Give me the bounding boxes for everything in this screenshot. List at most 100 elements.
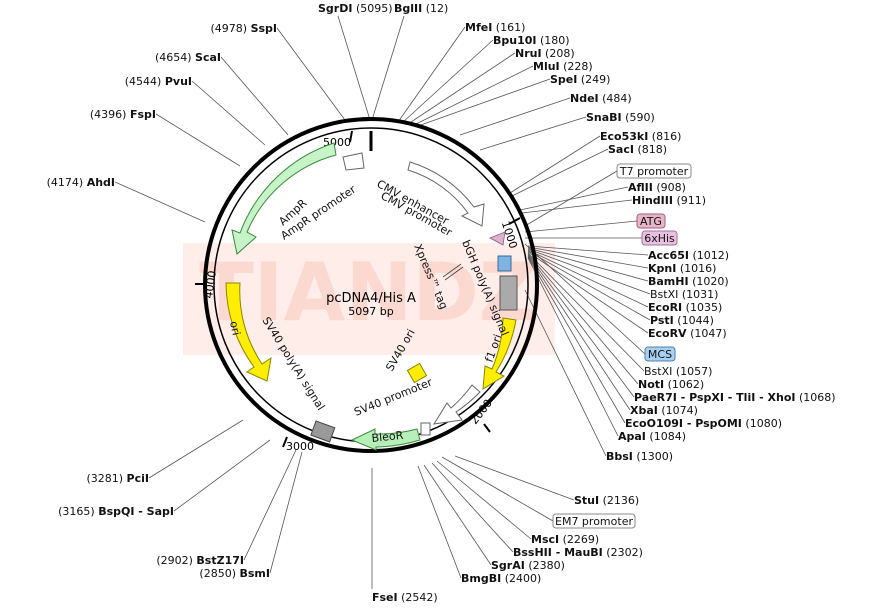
- site-leader: [337, 15, 371, 121]
- site-name: NruI: [515, 47, 542, 60]
- site-position: (4174): [47, 176, 87, 189]
- site-position: (5095): [352, 2, 392, 15]
- site-label: ApaI (1084): [618, 430, 686, 443]
- site-leader: [527, 257, 619, 437]
- site-label: EcoRI (1035): [648, 301, 722, 314]
- feature-ori: ori: [227, 320, 243, 337]
- site-leader: [527, 245, 649, 256]
- site-leader: [269, 451, 303, 574]
- site-leader: [371, 15, 405, 121]
- site-position: (249): [577, 73, 610, 86]
- leader-lines: [114, 15, 651, 589]
- site-position: (1300): [633, 450, 673, 463]
- site-leader: [521, 199, 633, 214]
- site-label: (4396) FspI: [90, 108, 156, 121]
- site-label: StuI (2136): [574, 494, 639, 507]
- site-label: (4544) PvuI: [125, 75, 192, 88]
- site-position: (2380): [525, 559, 565, 572]
- site-name: BstXI: [650, 288, 678, 301]
- site-leader: [220, 56, 289, 136]
- site-label: (4978) SspI: [210, 22, 277, 35]
- site-leader: [527, 247, 649, 282]
- site-label: EcoRV (1047): [648, 327, 727, 340]
- site-position: (818): [634, 143, 667, 156]
- site-leader: [191, 80, 266, 146]
- site-name: SspI: [251, 22, 277, 35]
- site-name: BmgBI: [461, 572, 501, 585]
- site-name: FseI: [372, 591, 398, 604]
- atg-marker: [489, 231, 506, 246]
- site-position: (4978): [210, 22, 250, 35]
- site-leader: [527, 255, 631, 411]
- site-name: NdeI: [570, 92, 599, 105]
- site-name: StuI: [574, 494, 599, 507]
- site-label: NotI (1062): [638, 378, 704, 391]
- site-label: Eco53kI (816): [600, 130, 681, 143]
- f1-ori-arrow: [482, 317, 517, 390]
- feature-box-label: 6xHis: [644, 232, 675, 245]
- site-label: SgrDI (5095): [318, 2, 393, 15]
- site-name: SgrDI: [318, 2, 352, 15]
- watermark-text: TIANDZ: [199, 246, 537, 339]
- site-position: (1016): [676, 262, 716, 275]
- site-label: BbsI (1300): [606, 450, 673, 463]
- site-name: BssHII - MauBI: [513, 546, 603, 559]
- feature-box-leader: [524, 220, 638, 233]
- site-label: (2850) BsmI: [199, 567, 270, 580]
- site-name: MfeI: [465, 21, 492, 34]
- site-leader: [527, 256, 626, 424]
- bgh-polya-box: [499, 275, 518, 311]
- tick-label: 4000: [202, 270, 219, 300]
- site-position: (908): [653, 181, 686, 194]
- site-leader: [511, 148, 609, 197]
- site-label: FseI (2542): [372, 591, 438, 604]
- site-label: Bpu10I (180): [493, 34, 570, 47]
- site-name: AflII: [628, 181, 653, 194]
- site-leader: [527, 253, 639, 385]
- site-position: (2542): [398, 591, 438, 604]
- site-leader: [243, 449, 297, 561]
- site-label: MscI (2269): [531, 533, 599, 546]
- site-name: Eco53kI: [600, 130, 648, 143]
- site-leader: [148, 419, 244, 479]
- site-name: SgrAI: [491, 559, 525, 572]
- feature-box-label: T7 promoter: [619, 165, 689, 178]
- site-label: MfeI (161): [465, 21, 525, 34]
- site-leader: [431, 462, 514, 553]
- site-name: SnaBI: [586, 111, 622, 124]
- feature-box: [641, 230, 678, 246]
- site-name: SacI: [608, 143, 634, 156]
- feature-box: [552, 513, 636, 529]
- site-label: SpeI (249): [550, 73, 610, 86]
- sv40-polya-box: [310, 420, 336, 443]
- site-leader: [479, 116, 587, 151]
- site-position: (4396): [90, 108, 130, 121]
- site-name: KpnI: [648, 262, 676, 275]
- feature-box: [636, 213, 666, 229]
- site-leader: [417, 465, 462, 579]
- site-leader: [527, 246, 649, 269]
- site-leader: [413, 65, 534, 126]
- site-name: ApaI: [618, 430, 646, 443]
- site-label: (4654) ScaI: [155, 51, 221, 64]
- sv40-promoter-arrow: [433, 384, 481, 425]
- plasmid-size: 5097 bp: [348, 305, 393, 318]
- feature-box-label: EM7 promoter: [555, 515, 633, 528]
- site-leader: [509, 135, 601, 194]
- site-name: FspI: [130, 108, 156, 121]
- site-leader: [519, 186, 629, 211]
- site-position: (180): [537, 34, 570, 47]
- site-name: BglII: [394, 2, 422, 15]
- site-position: (2269): [559, 533, 599, 546]
- site-name: AhdI: [87, 176, 115, 189]
- bleor-arrow: [350, 428, 421, 451]
- site-label: BamHI (1020): [648, 275, 729, 288]
- site-name: BamHI: [648, 275, 689, 288]
- site-leader: [527, 248, 651, 295]
- site-name: BbsI: [606, 450, 633, 463]
- tick-mark: [349, 130, 353, 143]
- site-label: NdeI (484): [570, 92, 632, 105]
